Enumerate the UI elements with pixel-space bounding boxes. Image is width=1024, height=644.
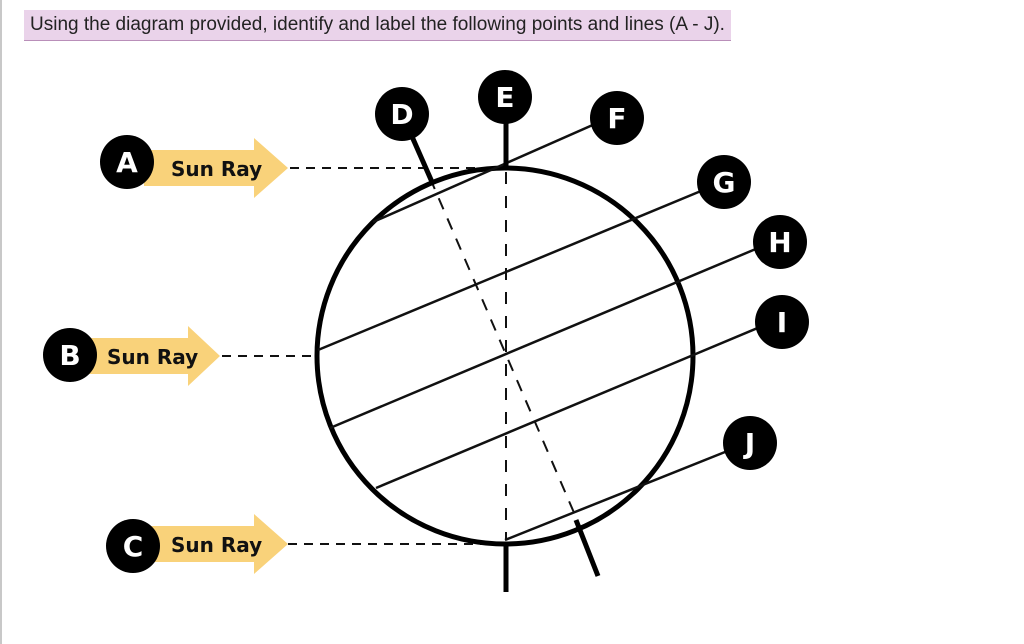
latitude-line-g <box>317 184 714 352</box>
badge-g-letter: G <box>713 166 736 199</box>
sun-ray-arrow-b <box>86 326 220 386</box>
latitude-line-h <box>329 241 771 430</box>
badge-c-letter: C <box>123 530 144 563</box>
badge-f-letter: F <box>607 102 626 135</box>
sun-ray-arrow-c <box>146 514 288 574</box>
d-axis-bottom-stub <box>573 519 601 577</box>
badge-i: I <box>755 295 809 349</box>
badge-j-letter: J <box>743 427 755 460</box>
d-dashed-tilted-axis <box>429 177 579 523</box>
badge-e-letter: E <box>495 81 514 114</box>
badge-j: J <box>723 416 777 470</box>
badge-c: C <box>106 519 160 573</box>
badge-e: E <box>478 70 532 124</box>
badge-d-letter: D <box>390 98 413 131</box>
badge-a: A <box>100 135 154 189</box>
badge-h-letter: H <box>768 226 791 259</box>
sun-ray-label-a: Sun Ray <box>171 157 262 181</box>
latitude-line-j <box>504 444 741 542</box>
badge-h: H <box>753 215 807 269</box>
badge-a-letter: A <box>116 146 138 179</box>
d-axis-top-stub <box>407 130 435 184</box>
badge-b-letter: B <box>59 339 80 372</box>
badge-b: B <box>43 328 97 382</box>
question-text: Using the diagram provided, identify and… <box>24 10 731 41</box>
badge-g: G <box>697 155 751 209</box>
sun-ray-arrow-a <box>144 138 288 198</box>
sun-ray-label-b: Sun Ray <box>107 345 198 369</box>
latitude-line-f <box>372 118 605 224</box>
badge-i-letter: I <box>777 306 787 339</box>
badge-d: D <box>375 87 429 141</box>
page-left-border <box>0 0 2 644</box>
badge-f: F <box>590 91 644 145</box>
sun-ray-label-c: Sun Ray <box>171 533 262 557</box>
latitude-line-i <box>375 320 773 490</box>
